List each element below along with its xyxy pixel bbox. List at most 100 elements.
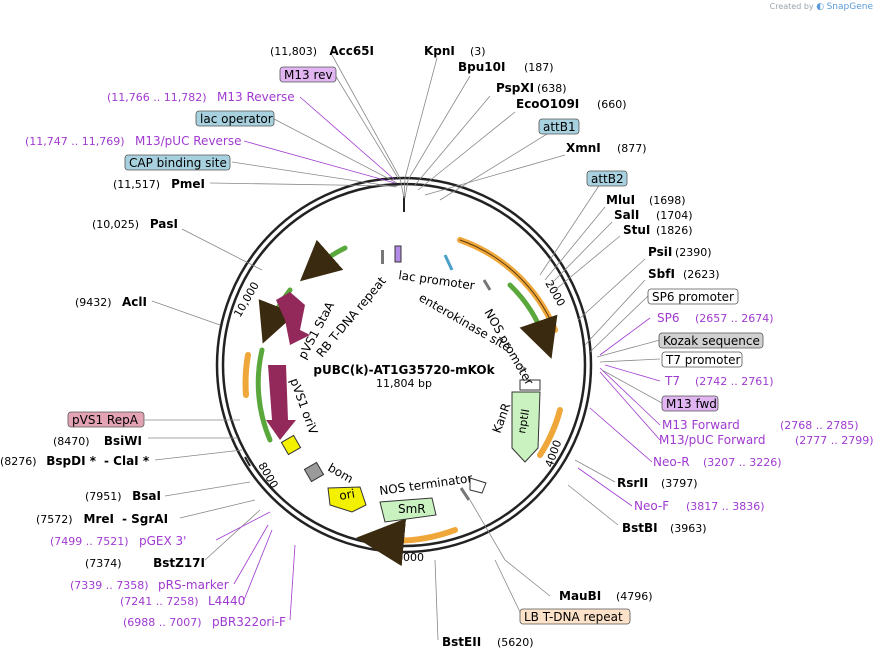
primer-label: M13/pUC Forward [659, 433, 766, 447]
enzyme-position: (1704) [656, 209, 693, 222]
enzyme-position: (4796) [616, 590, 653, 603]
enterokinase-feature [482, 279, 492, 291]
primer-label: L4440 [208, 594, 245, 608]
enzyme-position: (877) [617, 142, 647, 155]
tick-mark-8000 [244, 456, 251, 467]
enzyme-position: (3) [470, 45, 486, 58]
enzyme-label: PsiI [648, 245, 672, 259]
primer-position: (7339 .. 7358) [70, 579, 149, 592]
enzyme-label: MreI [84, 512, 114, 526]
pvs1-oriv-box [280, 434, 302, 456]
lb-tdna-feature [459, 487, 471, 501]
feature-box-label: LB T-DNA repeat [524, 610, 623, 624]
enzyme-label-extra: - ClaI * [104, 454, 150, 468]
primer-position: (11,747 .. 11,769) [25, 135, 125, 148]
primer-label: M13 Reverse [217, 90, 295, 104]
primer-label: Neo-R [653, 455, 690, 469]
enzyme-label: MluI [606, 193, 635, 207]
snapgene-credit: Created by ◐ SnapGene [770, 2, 873, 12]
enzyme-label: BsaI [132, 489, 161, 503]
primer-label: T7 [664, 374, 680, 388]
enzyme-position: (8470) [53, 435, 90, 448]
enzyme-position: (7374) [85, 557, 122, 570]
feature-arc-green-pvs1 [255, 347, 273, 443]
enzyme-label: Acc65I [329, 44, 374, 58]
feature-arc-green-top-left [299, 239, 348, 282]
feature-box-label: M13 fwd [666, 397, 717, 411]
enzyme-leader-lines [148, 54, 646, 641]
primer-position: (2657 .. 2674) [695, 312, 774, 325]
label-pvs1-oriv: pVS1 oriV [287, 376, 321, 437]
primer-label: M13 Forward [662, 418, 740, 432]
enzyme-label: Bpu10I [458, 60, 505, 74]
enzyme-position: (7951) [85, 490, 122, 503]
promoter-stack-feature [519, 364, 526, 372]
primer-label: SP6 [657, 311, 680, 325]
tick-6000: 6000 [396, 551, 424, 564]
primer-position: (2777 .. 2799) [795, 434, 874, 447]
primer-position: (7499 .. 7521) [50, 535, 129, 548]
smr-arrow [379, 497, 437, 523]
enzyme-label: PspXI [496, 81, 534, 95]
enzyme-position: (9432) [75, 296, 112, 309]
feature-box [586, 170, 628, 187]
enzyme-label: PasI [150, 217, 178, 231]
enzyme-position: (7572) [36, 513, 73, 526]
feature-arc-ccdb [507, 282, 558, 359]
feature-box [647, 288, 739, 305]
ori-arrow [327, 486, 367, 513]
plasmid-size: 11,804 bp [376, 377, 432, 390]
snapgene-logo-icon: ◐ [816, 2, 825, 12]
feature-box-label: attB1 [543, 120, 576, 134]
enzyme-position: (1826) [656, 224, 693, 237]
feature-box [661, 395, 719, 412]
label-ori: ori [338, 486, 356, 502]
primer-label: Neo-F [634, 499, 669, 513]
enzyme-label: SalI [614, 208, 639, 222]
enzyme-label: AclI [122, 295, 147, 309]
feature-box-label: M13 rev [284, 68, 333, 82]
primer-position: (3207 .. 3226) [703, 456, 782, 469]
primer-position: (11,766 .. 11,782) [107, 91, 207, 104]
bom-box [303, 461, 325, 483]
feature-box [67, 411, 145, 428]
enzyme-label-extra: - SgrAI [122, 512, 168, 526]
primer-position: (3817 .. 3836) [686, 500, 765, 513]
enzyme-position: (3963) [670, 522, 707, 535]
primer-position: (2742 .. 2761) [695, 375, 774, 388]
primer-position: (6988 .. 7007) [123, 616, 202, 629]
enzyme-position: (660) [597, 98, 627, 111]
label-nos-terminator: NOS terminator [378, 471, 473, 498]
cap-site-feature [381, 250, 384, 264]
primer-leader-lines [215, 96, 661, 621]
primer-position: (2768 .. 2785) [780, 419, 859, 432]
enzyme-position: (3797) [661, 477, 698, 490]
enzyme-position: (11,517) [113, 178, 160, 191]
feature-arc-green-left [258, 287, 296, 344]
feature-box [658, 332, 764, 349]
enzyme-label: PmeI [171, 177, 205, 191]
feature-arc-orange-bottom [356, 518, 458, 567]
nos-promoter-arrow [519, 379, 541, 391]
feature-box-label: T7 promoter [665, 353, 741, 367]
nptii-arrow [511, 391, 541, 463]
primer-label: pRS-marker [158, 578, 229, 592]
enzyme-position: (187) [524, 61, 554, 74]
enzyme-position: (638) [537, 82, 567, 95]
pvs1-rep-arrow [266, 365, 296, 440]
feature-box-label: SP6 promoter [652, 290, 734, 304]
enzyme-position: (1698) [649, 194, 686, 207]
feature-box-label: lac operator [200, 112, 273, 126]
primer-position: (7241 .. 7258) [120, 595, 199, 608]
enzyme-position: (5620) [497, 636, 534, 649]
enzyme-label: KpnI [424, 44, 455, 58]
enzyme-label: BstZ17I [153, 556, 205, 570]
feature-box-label: attB2 [591, 172, 624, 186]
enzyme-position: (10,025) [92, 218, 139, 231]
feature-box-label: CAP binding site [129, 156, 227, 170]
label-lac-promoter: lac promoter [398, 268, 476, 293]
primer-label: pGEX 3' [139, 534, 186, 548]
enzyme-label: StuI [623, 223, 650, 237]
enzyme-position: (8276) [0, 455, 37, 468]
